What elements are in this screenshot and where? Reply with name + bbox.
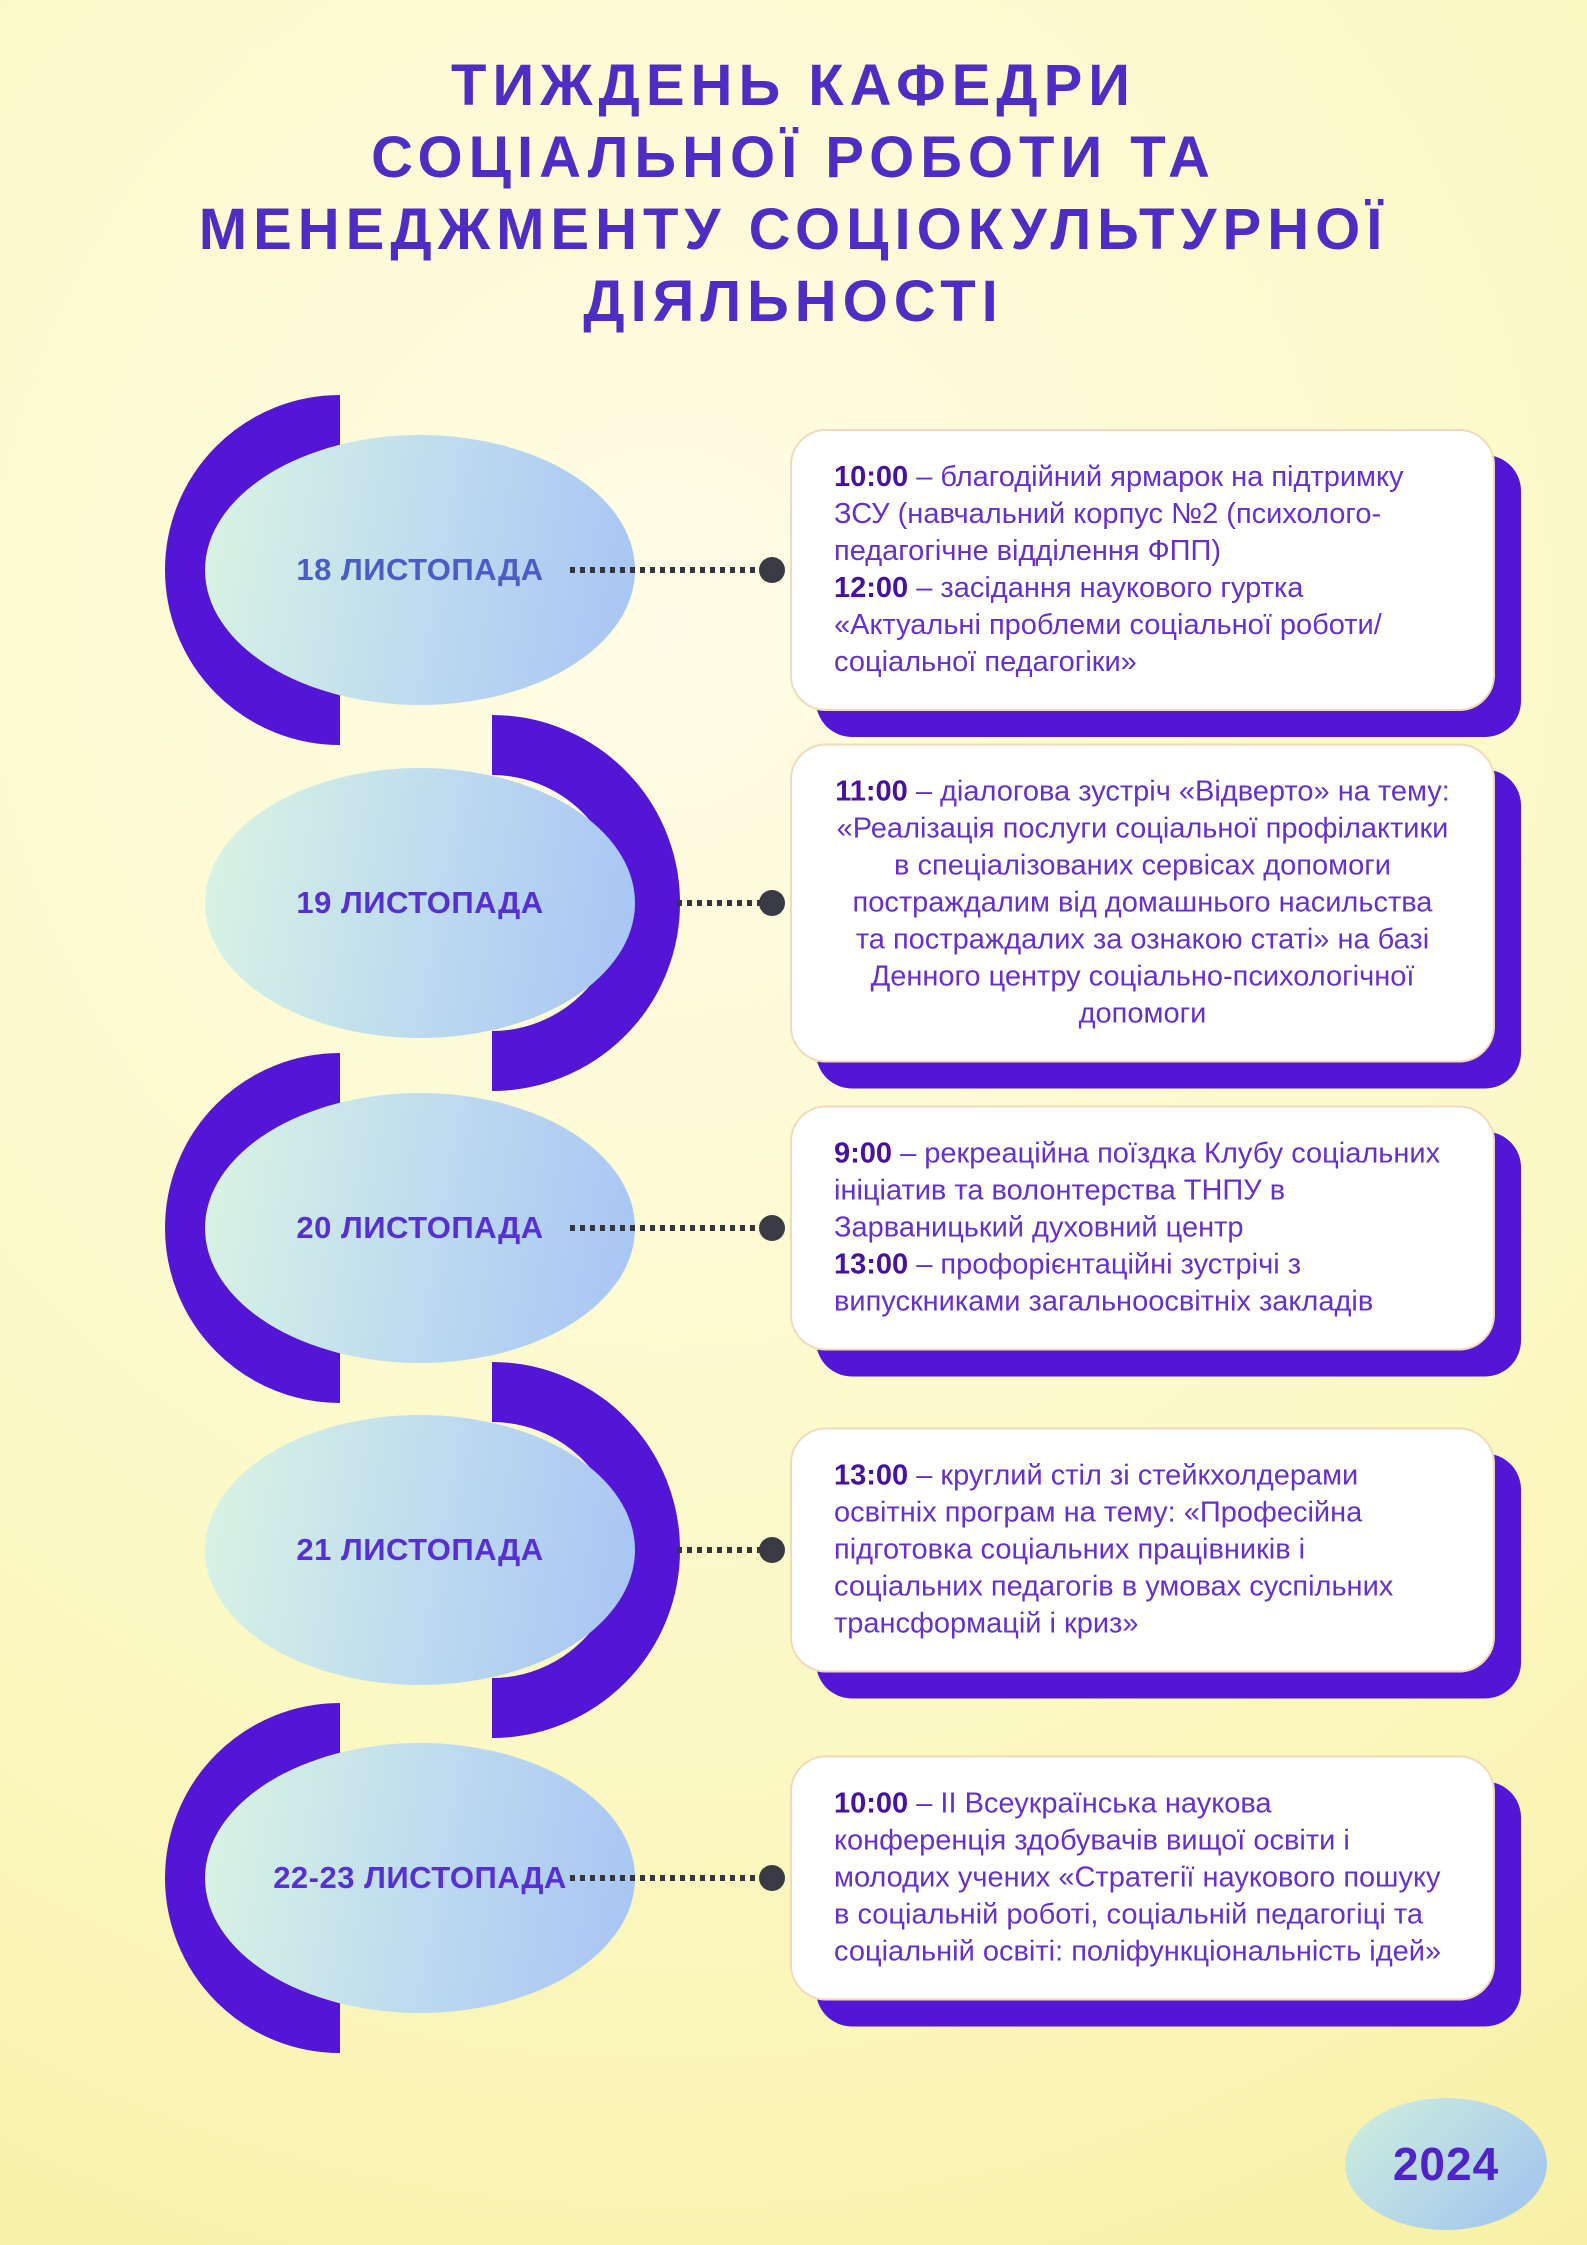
connector-dotted-line [570,567,760,573]
event-entry: 10:00 – ІІ Всеукраїнська наукова конфере… [834,1786,1451,1971]
connector-dotted-line [677,1547,760,1553]
connector-dotted-line [677,900,760,906]
connector-dotted-line [570,1875,760,1881]
event-card: 10:00 – ІІ Всеукраїнська наукова конфере… [790,1755,1495,2001]
connector-dot [759,557,785,583]
event-text: діалогова зустріч «Відверто» на тему: «Р… [836,775,1450,1030]
event-card: 10:00 – благодійний ярмарок на підтримку… [790,429,1495,711]
date-label: 18 ЛИСТОПАДА [296,552,544,587]
event-text: профорієнтаційні зустрічі з випускниками… [834,1248,1374,1318]
date-ellipse: 21 ЛИСТОПАДА [205,1415,635,1685]
event-entry: 13:00 – круглий стіл зі стейкхолдерами о… [834,1458,1451,1643]
event-text: ІІ Всеукраїнська наукова конференція здо… [834,1787,1442,1968]
connector-dotted-line [570,1225,760,1231]
date-label: 21 ЛИСТОПАДА [296,1532,544,1567]
date-ellipse: 22-23 ЛИСТОПАДА [205,1743,635,2013]
event-text: засідання наукового гуртка «Актуальні пр… [834,572,1382,678]
page-title-line: МЕНЕДЖМЕНТУ СОЦІОКУЛЬТУРНОЇ [198,197,1389,262]
event-separator: – [908,1787,941,1820]
event-separator: – [908,1248,941,1281]
event-time: 10:00 [834,1787,909,1820]
date-label: 20 ЛИСТОПАДА [296,1210,544,1245]
event-card: 9:00 – рекреаційна поїздка Клубу соціаль… [790,1105,1495,1351]
event-entry: 11:00 – діалогова зустріч «Відверто» на … [834,774,1451,1033]
connector-dot [759,1537,785,1563]
event-time: 9:00 [834,1137,893,1170]
event-separator: – [907,775,941,808]
event-entry: 10:00 – благодійний ярмарок на підтримку… [834,459,1451,570]
event-text: круглий стіл зі стейкхолдерами освітніх … [834,1459,1394,1640]
connector-dot [759,1865,785,1891]
date-ellipse: 18 ЛИСТОПАДА [205,435,635,705]
event-time: 13:00 [834,1248,909,1281]
date-label: 22-23 ЛИСТОПАДА [273,1860,567,1895]
event-time: 10:00 [834,461,909,493]
event-card: 13:00 – круглий стіл зі стейкхолдерами о… [790,1427,1495,1673]
event-time: 11:00 [835,775,908,808]
connector-dot [759,1215,785,1241]
date-label: 19 ЛИСТОПАДА [296,885,544,920]
event-text: благодійний ярмарок на підтримку ЗСУ (на… [834,461,1404,567]
year-label: 2024 [1392,2138,1500,2190]
event-separator: – [908,1459,941,1492]
page-title: ТИЖДЕНЬ КАФЕДРИ СОЦІАЛЬНОЇ РОБОТИ ТА МЕНЕД… [0,50,1587,338]
event-entry: 13:00 – профорієнтаційні зустрічі з випу… [834,1247,1451,1321]
connector-dot [759,890,785,916]
event-entry: 12:00 – засідання наукового гуртка «Акту… [834,570,1451,681]
page-title-line: СОЦІАЛЬНОЇ РОБОТИ ТА [371,125,1216,190]
event-time: 13:00 [834,1459,909,1492]
event-separator: – [892,1137,925,1170]
event-text: рекреаційна поїздка Клубу соціальних іні… [834,1137,1441,1244]
page-title-line: ТИЖДЕНЬ КАФЕДРИ [451,53,1136,118]
event-separator: – [908,461,941,493]
year-badge: 2024 [1345,2098,1547,2230]
page-title-line: ДІЯЛЬНОСТІ [583,269,1004,334]
event-separator: – [908,572,941,604]
event-entry: 9:00 – рекреаційна поїздка Клубу соціаль… [834,1136,1451,1247]
event-card: 11:00 – діалогова зустріч «Відверто» на … [790,743,1495,1063]
event-time: 12:00 [834,572,909,604]
date-ellipse: 20 ЛИСТОПАДА [205,1093,635,1363]
date-ellipse: 19 ЛИСТОПАДА [205,768,635,1038]
